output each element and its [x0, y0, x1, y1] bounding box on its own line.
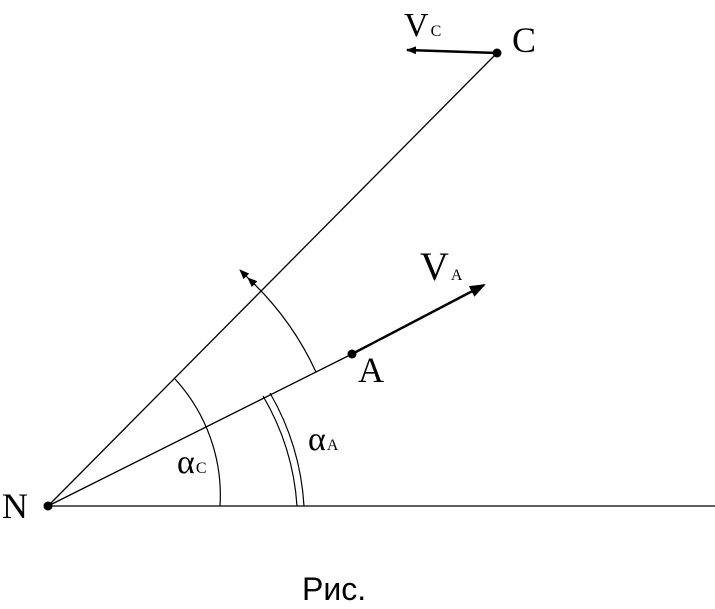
label-angle-alpha-c-sub: C [196, 460, 207, 477]
velocity-vector-a [351, 283, 486, 356]
label-velocity-a-main: V [420, 244, 449, 289]
label-velocity-c-sub: C [431, 23, 442, 40]
point-n [43, 501, 53, 511]
label-angle-alpha-a-main: α [308, 421, 326, 458]
label-velocity-a-sub: A [451, 267, 463, 284]
angle-arc-alpha-a-outer [269, 392, 305, 507]
label-point-c: C [512, 20, 536, 60]
ray-n-to-a [47, 353, 353, 507]
angle-arc-alpha-a-inner [262, 395, 298, 507]
velocity-vector-c [406, 46, 498, 55]
figure-caption: Рис. [302, 571, 366, 607]
label-point-n: N [2, 486, 28, 526]
rotation-arrow-head-ext [239, 269, 250, 280]
rotation-arrow-arc [247, 277, 317, 373]
label-angle-alpha-c: αC [177, 444, 207, 481]
ray-n-to-c [47, 52, 498, 507]
point-c [492, 48, 502, 58]
label-angle-alpha-a: αA [308, 421, 339, 458]
label-angle-alpha-c-main: α [177, 444, 195, 481]
label-point-a: A [358, 350, 384, 390]
angle-arc-alpha-c [174, 378, 221, 507]
point-a [347, 349, 357, 359]
label-angle-alpha-a-sub: A [327, 437, 339, 454]
label-velocity-c-main: V [404, 7, 429, 44]
